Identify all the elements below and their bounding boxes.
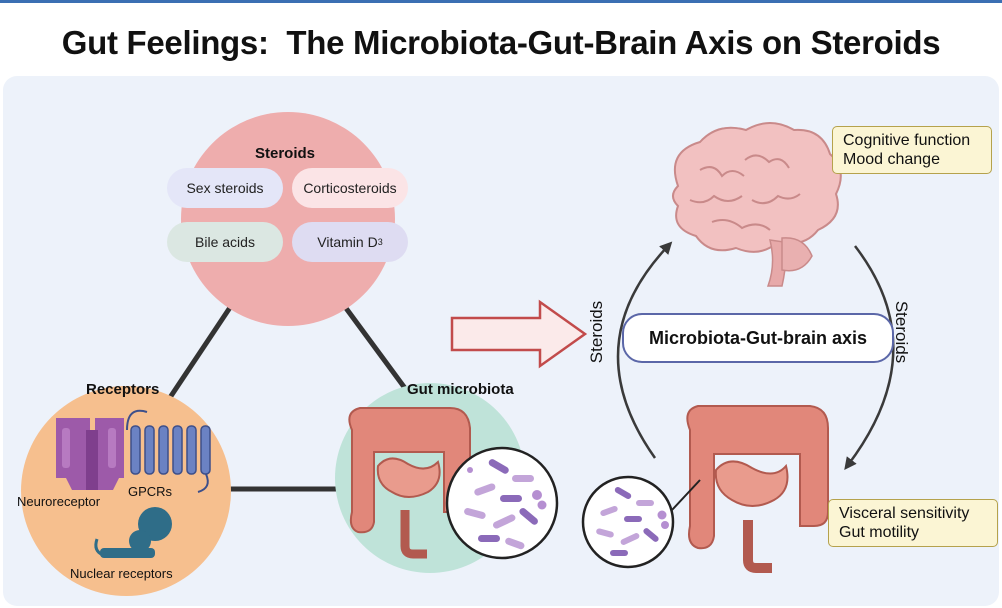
nuclear-receptor-icon [94,507,172,558]
brain-effect-2: Mood change [843,151,940,168]
connector-steroids-microbiota [337,298,413,397]
connector-steroids-receptors [162,298,238,407]
gpcr-icon [126,409,211,493]
gut-microbiota-heading: Gut microbiota [407,381,514,398]
left-steroids-label: Steroids [587,300,607,364]
top-rule [0,0,1002,3]
page-title: Gut Feelings: The Microbiota-Gut-Brain A… [61,24,941,61]
sex-steroids-pill: Sex steroids [167,168,283,208]
brain-effects-note: Cognitive function Mood change [832,126,992,174]
steroids-circle [181,112,395,326]
bacteria-magnifier-icon-right [581,475,675,569]
gut-effect-2: Gut motility [839,524,920,541]
intestine-icon [348,407,471,559]
vitamin-d-label: Vitamin D [317,234,378,250]
bacteria-magnifier-icon [445,446,559,560]
gut-effect-1: Visceral sensitivity [839,505,970,522]
brain-icon [672,122,842,287]
magnifier-pointer [671,479,701,511]
nuclear-receptors-label: Nuclear receptors [70,566,173,581]
gut-effects-note: Visceral sensitivity Gut motility [828,499,998,547]
steroids-heading: Steroids [255,145,316,162]
bile-acids-pill: Bile acids [167,222,283,262]
neuroreceptor-icon [56,418,124,490]
corticosteroids-pill: Corticosteroids [292,168,408,208]
receptors-heading: Receptors [86,381,160,398]
transition-arrow [450,299,588,369]
vitamin-d-subscript: 3 [377,237,383,247]
right-steroids-label: Steroids [892,300,912,364]
right-curved-arrow [844,245,895,470]
gpcrs-label: GPCRs [128,484,173,499]
left-curved-arrow [616,241,673,459]
intestine-icon-right [686,405,829,573]
brain-effect-1: Cognitive function [843,132,971,149]
neuroreceptor-label: Neuroreceptor [17,494,101,509]
axis-center-label: Microbiota-Gut-brain axis [622,313,894,363]
